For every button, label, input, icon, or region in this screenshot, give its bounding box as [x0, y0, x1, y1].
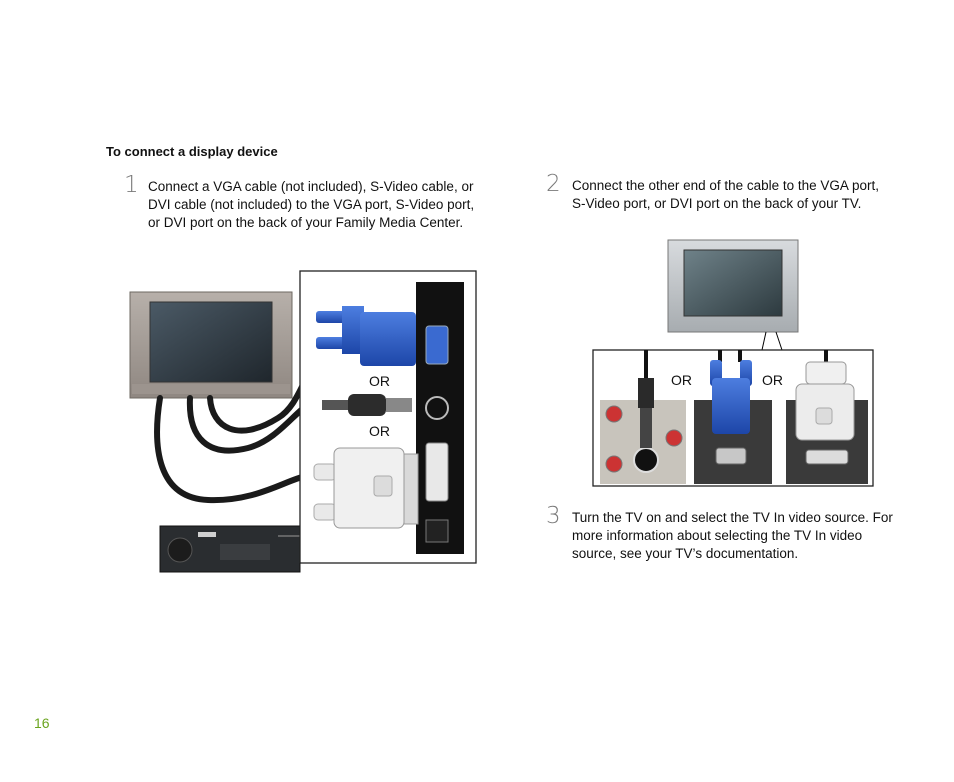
step-3-number: 3 [546, 503, 561, 529]
step-3-text: Turn the TV on and select the TV In vide… [572, 510, 893, 561]
step-1-number: 1 [124, 172, 139, 198]
figure1-or-label-2: OR [369, 423, 390, 439]
step-2-number: 2 [546, 171, 561, 197]
zoom-box-pc-ports [299, 270, 477, 564]
tv-rear-illustration [667, 239, 799, 333]
figure2-or-label-1: OR [671, 372, 692, 388]
figure1-or-label-1: OR [369, 373, 390, 389]
section-title: To connect a display device [106, 144, 278, 159]
zoom-box-tv-ports [592, 349, 874, 487]
tv-illustration [129, 291, 293, 399]
page-number: 16 [34, 715, 50, 731]
step-1-text: Connect a VGA cable (not included), S-Vi… [148, 179, 475, 230]
pc-illustration [159, 525, 301, 573]
step-2-text: Connect the other end of the cable to th… [572, 178, 879, 211]
figure2-or-label-2: OR [762, 372, 783, 388]
figure-tv-connection [592, 239, 874, 487]
figure-pc-connection [129, 270, 477, 573]
